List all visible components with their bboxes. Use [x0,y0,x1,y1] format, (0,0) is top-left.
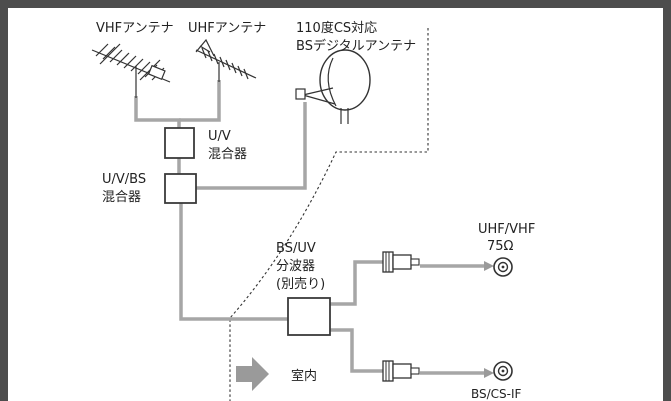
bs-f-plug-icon [382,360,420,382]
uv-f-plug-icon [382,251,420,273]
indoor-label: 室内 [291,368,317,384]
main-cable-to-splitter [179,203,288,321]
splitter-to-uv-plug-cable [330,260,383,306]
bs-dish-antenna-icon [295,49,371,124]
indoor-boundary-dotted-line [229,28,429,401]
bs-cs-if-outlet-label: BS/CS-IF [471,387,522,401]
uv-mixer-box [164,127,195,159]
splitter-label-line1: BS/UV [276,241,316,256]
vhf-cable [134,96,181,128]
uhf-antenna-label: UHFアンテナ [188,21,266,36]
bs-antenna-cable [196,102,307,190]
uv-mixer-label-line1: U/V [208,129,231,144]
vhf-antenna-icon [91,43,171,98]
splitter-to-bs-plug-cable [330,328,383,373]
uvbs-mixer-label-line2: 混合器 [102,190,141,205]
uhf-vhf-outlet-icon [493,257,513,277]
bs-cs-if-outlet-icon [493,361,513,381]
uv-mixer-label-line2: 混合器 [208,147,247,162]
uvbs-mixer-label-line1: U/V/BS [102,172,146,187]
uhf-vhf-outlet-label-line1: UHF/VHF [478,222,535,237]
uvbs-mixer-box [164,173,197,204]
vhf-antenna-label: VHFアンテナ [96,21,174,36]
splitter-label-line3: (別売り) [276,276,325,292]
uhf-cable [179,80,221,122]
indoor-arrow-icon [236,357,269,391]
cables [134,80,484,375]
uhf-antenna-icon [195,38,257,82]
bs-arrowhead-icon [484,368,494,378]
antenna-wiring-diagram: VHFアンテナ UHFアンテナ 110度CS対応 BSデジタルアンテナ U/V … [91,20,535,401]
uv-arrowhead-icon [484,261,494,271]
splitter-label-line2: 分波器 [276,259,315,274]
bs-uv-splitter-box [287,297,331,336]
bs-antenna-label-line1: 110度CS対応 [296,20,377,36]
bs-antenna-label-line2: BSデジタルアンテナ [296,38,416,54]
uhf-vhf-outlet-label-line2: 75Ω [487,239,514,254]
